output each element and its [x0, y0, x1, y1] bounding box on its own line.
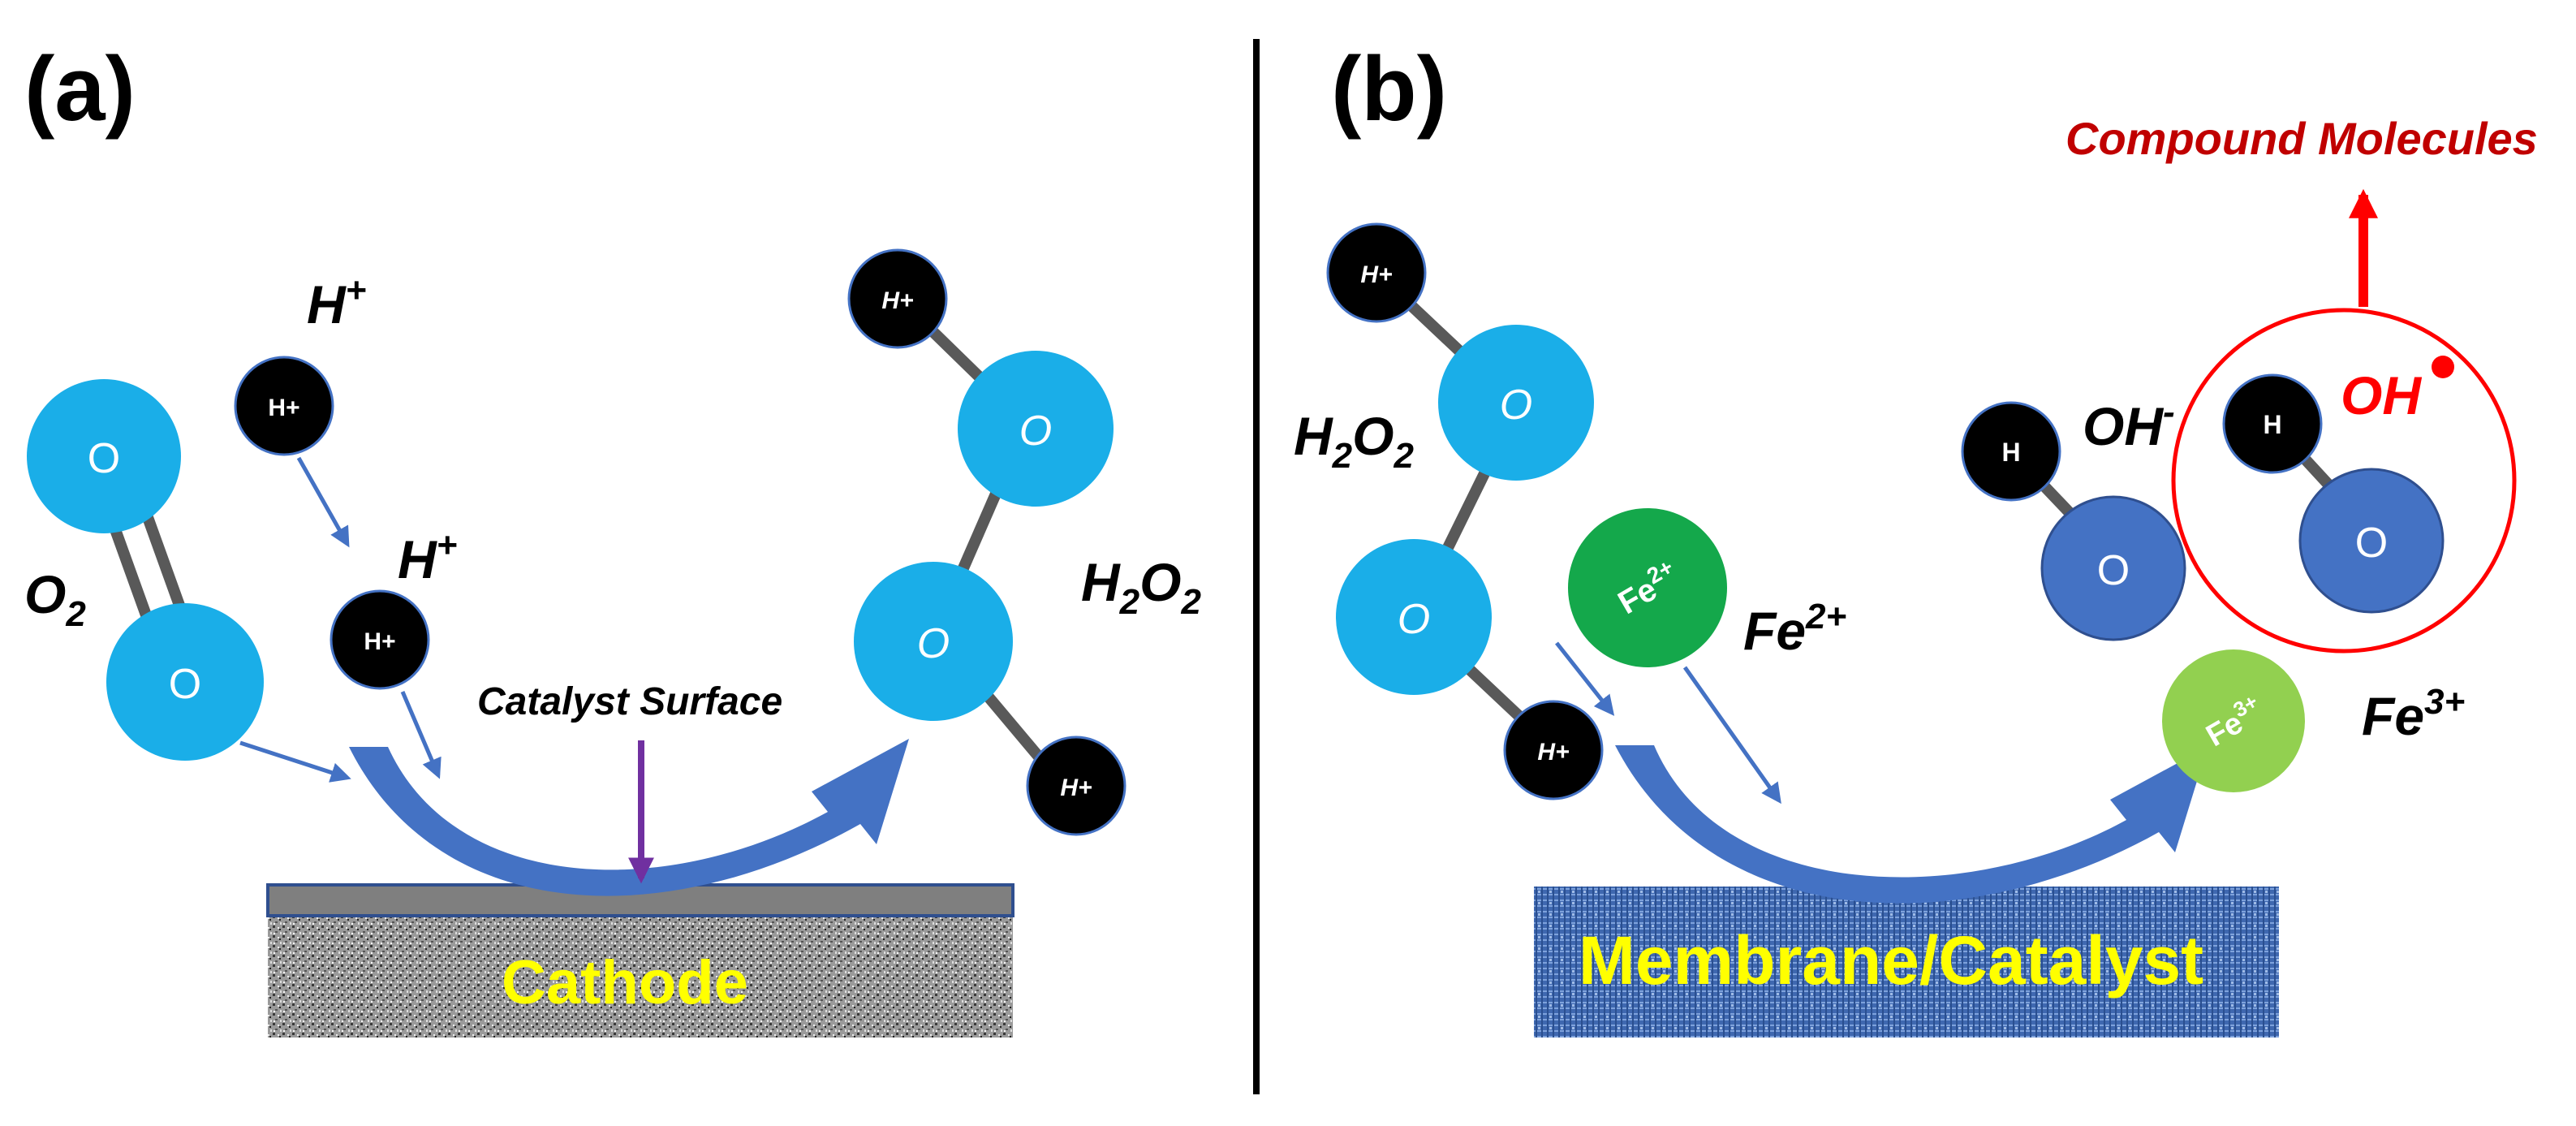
panel-a-label: (a): [24, 38, 136, 140]
hydrogen-atom-label: H: [2263, 410, 2281, 439]
hydrogen-ion-label: H+: [881, 287, 913, 314]
oh-radical-label: OH: [2341, 365, 2422, 425]
hydrogen-ion: [330, 589, 430, 690]
hydrogen-atom-label: H: [2001, 438, 2020, 467]
oxygen-atom-label: O: [1398, 596, 1430, 643]
h2o2-label: H2O2: [1081, 552, 1202, 622]
h-plus-label: H+: [307, 270, 366, 334]
hydrogen-ion: [847, 248, 948, 349]
panel-a: (a) Cathode O O O2 H+ H+ H+ H+ Catalyst …: [24, 38, 1202, 1038]
hydrogen-ion-label: H+: [268, 395, 299, 421]
oxygen-atom: [854, 562, 1013, 721]
fe3-ion: [2162, 649, 2305, 792]
small-arrow: [239, 740, 351, 783]
oxygen-atom-label: O: [2355, 520, 2388, 567]
cathode-label: Cathode: [502, 948, 748, 1017]
fe3-label: Fe3+: [2362, 682, 2465, 746]
oxygen-atom: [958, 351, 1114, 507]
reaction-curve-arrow-b: [1615, 745, 2208, 904]
oxygen-atom-label: O: [917, 620, 950, 667]
hydrogen-atom: [2222, 373, 2323, 474]
small-arrow: [400, 691, 442, 779]
membrane-label: Membrane/Catalyst: [1579, 922, 2203, 999]
hydrogen-ion-label: H+: [364, 628, 395, 655]
oxygen-atom: [1336, 539, 1492, 695]
small-arrow: [296, 456, 350, 548]
hydrogen-ion: [1326, 222, 1427, 323]
reaction-curve-arrow-a: [349, 739, 909, 896]
fe2-label: Fe2+: [1743, 597, 1846, 661]
oxygen-atom: [2040, 495, 2186, 641]
panel-b: (b) Membrane/Catalyst H+ O O H+ H2O2 Fe2…: [1294, 38, 2538, 1038]
oxygen-atom: [2298, 468, 2445, 614]
oh-minus-label: OH-: [2083, 392, 2175, 456]
hydrogen-ion: [234, 356, 334, 456]
hydrogen-atom: [1961, 401, 2061, 502]
cathode-plate: [268, 908, 1013, 1038]
hydrogen-ion-label: H+: [1060, 774, 1092, 801]
hydrogen-ion: [1503, 700, 1604, 800]
small-arrow: [1682, 666, 1781, 805]
oxygen-atom-label: O: [2097, 547, 2130, 594]
membrane-plate: [1534, 887, 2279, 1038]
oxygen-atom: [27, 379, 181, 533]
oxygen-atom-label: O: [88, 435, 120, 482]
hydrogen-ion-label: H+: [1360, 261, 1392, 288]
fe2-ion: [1568, 508, 1727, 667]
panel-b-label: (b): [1331, 38, 1447, 140]
catalyst-surface-label: Catalyst Surface: [477, 680, 782, 723]
hydrogen-ion-label: H+: [1537, 739, 1569, 766]
compound-molecules-label: Compound Molecules: [2066, 113, 2538, 164]
h-plus-label: H+: [398, 525, 457, 589]
oxygen-atom-label: O: [1019, 408, 1052, 455]
oxygen-atom: [106, 603, 264, 761]
h2o2-label: H2O2: [1294, 406, 1415, 476]
o2-label: O2: [24, 564, 86, 634]
hydrogen-ion: [1026, 736, 1126, 836]
oxygen-atom-label: O: [1500, 382, 1532, 429]
hydroxyl-radical-highlight: [2171, 308, 2517, 654]
oxygen-atom-label: O: [169, 661, 201, 708]
oxygen-atom: [1438, 325, 1594, 481]
small-arrow: [1555, 641, 1615, 716]
radical-dot: [2432, 356, 2454, 378]
